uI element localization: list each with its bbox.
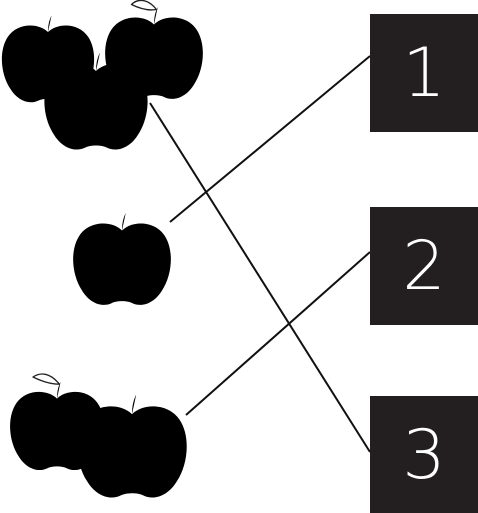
match-line-one — [169, 55, 371, 223]
number-box-1: 1 — [370, 14, 478, 132]
number-label: 3 — [402, 415, 446, 495]
match-line-two — [185, 251, 371, 416]
apple-group-three — [1, 0, 203, 150]
number-label: 1 — [402, 33, 446, 113]
number-box-3: 3 — [370, 396, 478, 513]
apple-group-one — [73, 213, 171, 305]
number-label: 2 — [402, 226, 446, 306]
apple-icon — [10, 373, 104, 471]
apple-group-two — [10, 373, 187, 498]
match-line-three — [149, 102, 371, 453]
apple-icon — [105, 0, 203, 99]
number-box-2: 2 — [370, 207, 478, 325]
apple-icon — [73, 213, 171, 305]
